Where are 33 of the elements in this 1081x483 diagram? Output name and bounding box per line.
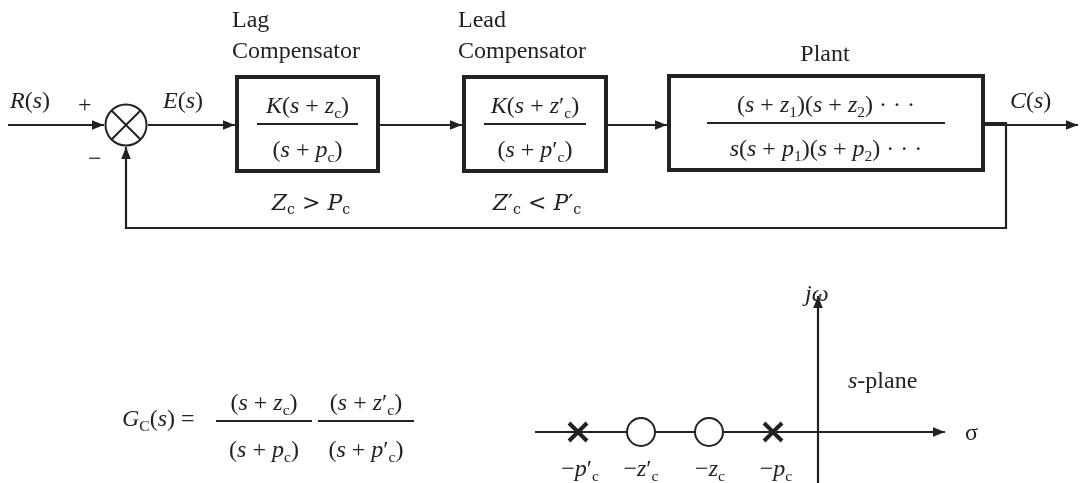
pole-label: −p$_{c}$ [759,456,793,480]
pole-label: −p′$_{c}$ [561,456,599,480]
block-title: Lead Compensator [458,5,587,65]
numerator-text: K(s + z$_{c}$) [264,93,351,117]
arrow [121,121,1008,230]
arrow [608,120,667,130]
numerator-text: K(s + z′$_{c}$) [489,93,581,117]
denominator-text: (s + p′$_{c}$) [327,437,405,461]
formula-text: G$_{C}$(s) = [122,406,195,430]
block-title: Lag Compensator [232,5,361,65]
block-title: Plant [799,39,851,68]
numerator-text: (s + z′$_{c}$) [328,390,404,414]
zero-label: −z$_{c}$ [695,456,725,480]
minus-sign: − [88,146,102,170]
axis-label: σ [965,420,978,444]
numerator-text: (s + z$_{1}$)(s + z$_{2}$) · · · [736,92,916,116]
plus-sign: + [78,92,92,116]
denominator-text: s(s + p$_{1}$)(s + p$_{2}$) · · · [728,136,924,160]
edge-label: E(s) [163,88,203,112]
arrow [8,120,104,130]
numerator-text: (s + z$_{c}$) [229,390,299,414]
condition-text: Z′$_{c}$ < P′$_{c}$ [491,192,583,214]
edge-label: C(s) [1010,88,1052,112]
arrow [985,120,1078,130]
arrow [380,120,462,130]
plane-label: s-plane [848,368,918,392]
edge-label: R(s) [10,88,50,112]
denominator-text: (s + p$_{c}$) [271,137,344,161]
denominator-text: (s + p$_{c}$) [228,437,300,461]
arrow [148,120,235,130]
condition-text: Z$_{c}$ > P$_{c}$ [270,192,352,214]
zero-label: −z′$_{c}$ [623,456,659,480]
denominator-text: (s + p′$_{c}$) [496,137,574,161]
